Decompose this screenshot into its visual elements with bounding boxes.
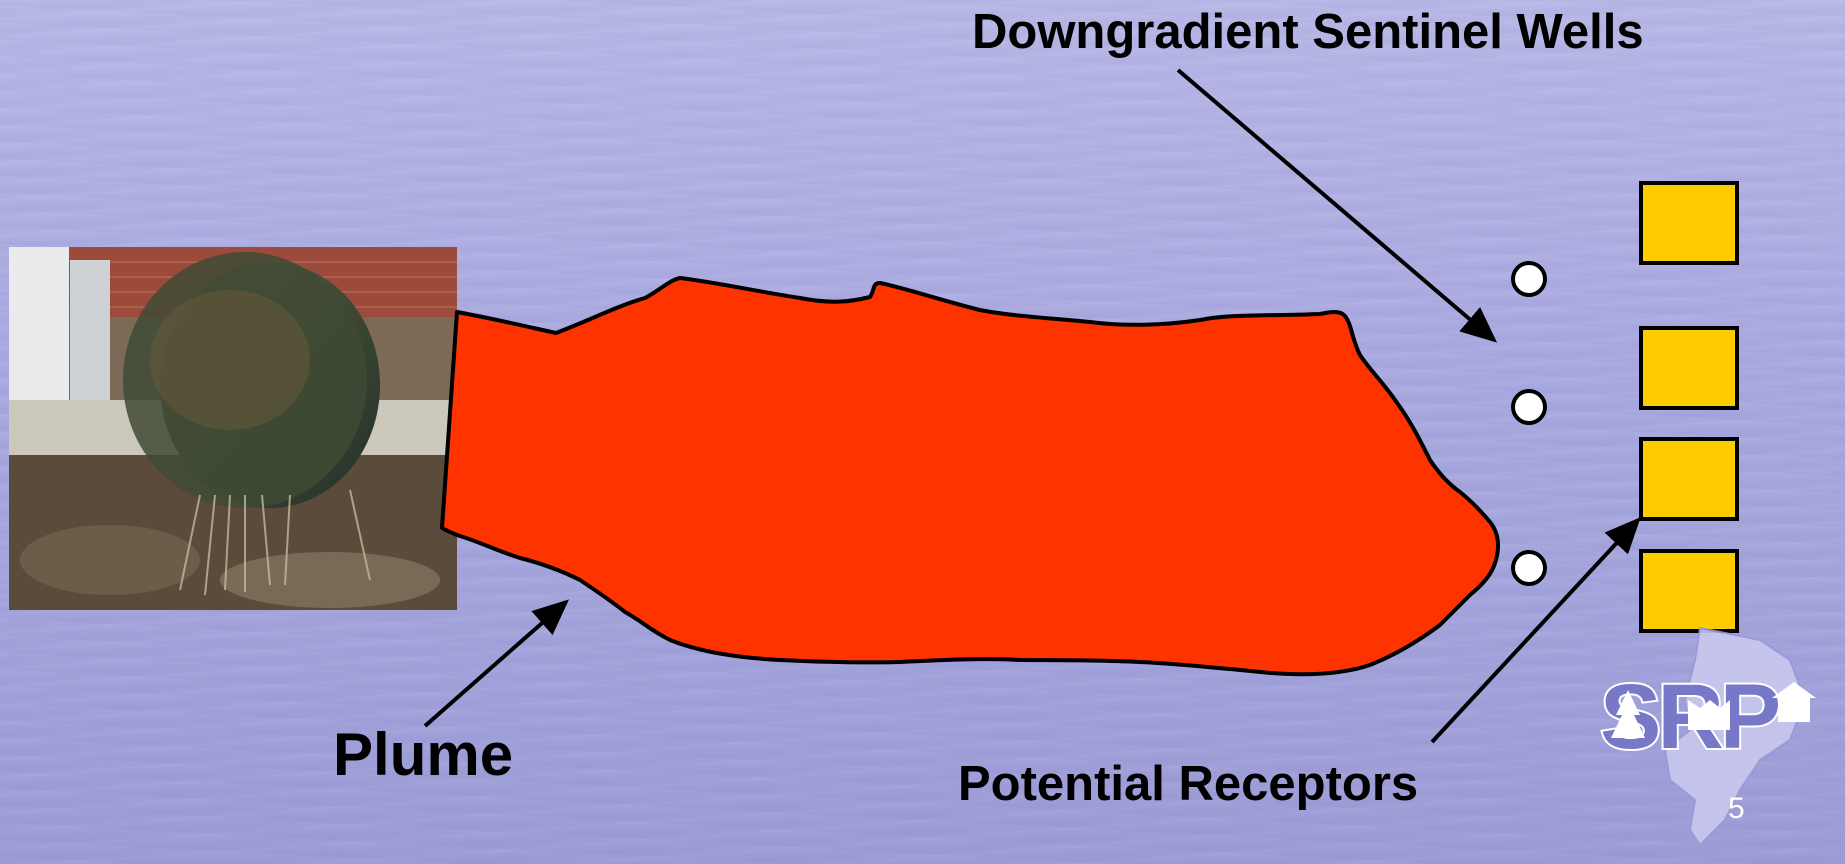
receptor-box-4 [1641, 551, 1737, 631]
potential-receptors-label: Potential Receptors [958, 756, 1418, 812]
leaking-tank-photo [9, 247, 457, 610]
sentinel-wells-label: Downgradient Sentinel Wells [972, 4, 1644, 60]
plume-shape [442, 278, 1498, 674]
plume-arrow [425, 602, 566, 726]
sentinel-well-2 [1513, 391, 1545, 423]
sentinel-well-3 [1513, 552, 1545, 584]
receptor-box-1 [1641, 183, 1737, 263]
receptor-box-3 [1641, 439, 1737, 519]
srp-logo: SRP [1600, 628, 1816, 845]
receptor-box-2 [1641, 328, 1737, 408]
sentinel-well-1 [1513, 263, 1545, 295]
plume-label: Plume [333, 720, 513, 789]
sentinel-wells [1513, 263, 1545, 584]
page-number: 5 [1728, 792, 1745, 826]
potential-receptors [1641, 183, 1737, 631]
sentinel-wells-arrow [1178, 70, 1494, 340]
